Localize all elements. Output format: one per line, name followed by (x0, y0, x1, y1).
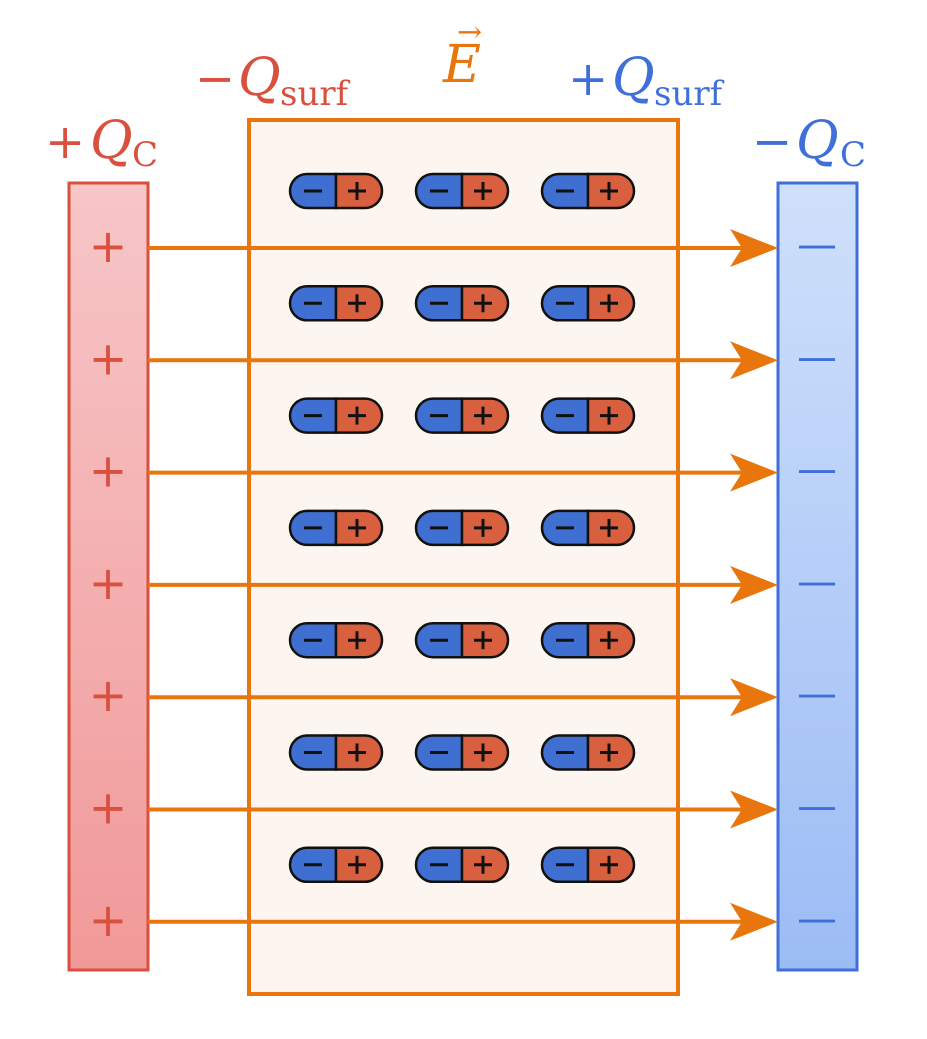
positive-charge-symbol: + (89, 219, 128, 273)
dipole-grid (288, 172, 636, 884)
left-plate-label-sub: C (132, 135, 158, 175)
dipole (540, 621, 636, 659)
negative-charge-symbol: — (797, 334, 837, 380)
dipole (414, 397, 510, 434)
negative-charge-symbol: — (797, 784, 837, 830)
negative-charge-symbol: — (797, 447, 837, 493)
dipole (288, 846, 384, 884)
left-surface-label-sub: surf (280, 74, 351, 114)
right-plate-label-sub: C (840, 135, 866, 175)
left-surface-label-symbol: Q (238, 48, 281, 108)
dipole (540, 285, 636, 322)
positive-charge-symbol: + (89, 668, 128, 722)
electric-field-lines (148, 229, 778, 941)
dipole (288, 734, 384, 771)
right-plate-charges: — — — — — — — (797, 222, 837, 942)
dipole (414, 172, 510, 210)
dipole (288, 285, 384, 322)
field-line-arrowhead (730, 341, 778, 380)
right-plate (776, 181, 859, 972)
dipole (414, 509, 510, 547)
right-surface-label-symbol: Q (612, 48, 655, 108)
left-plate-charges: + + + + + + + (89, 219, 128, 947)
positive-charge-symbol: + (89, 893, 128, 947)
dipole (540, 846, 636, 884)
dipole (540, 509, 636, 547)
field-label-symbol: E (442, 35, 481, 95)
positive-charge-symbol: + (89, 781, 128, 835)
negative-charge-symbol: — (797, 559, 837, 605)
left-plate-label-sign: + (45, 114, 85, 170)
right-surface-label-sign: + (568, 51, 608, 107)
dipole (288, 397, 384, 434)
positive-charge-symbol: + (89, 444, 128, 498)
field-line-arrowhead (730, 453, 778, 492)
right-surface-label-sub: surf (654, 74, 725, 114)
positive-charge-symbol: + (89, 331, 128, 385)
dipole (540, 397, 636, 434)
dipole (288, 621, 384, 659)
left-plate-label-symbol: Q (90, 111, 133, 171)
dipole (414, 734, 510, 771)
negative-charge-symbol: — (797, 896, 837, 942)
dipole (540, 734, 636, 771)
field-label: → E (442, 15, 482, 95)
right-plate-label: − Q C (752, 111, 866, 175)
negative-charge-symbol: — (797, 671, 837, 717)
dipole (414, 846, 510, 884)
left-surface-label: − Q surf (195, 48, 351, 114)
right-plate-label-symbol: Q (796, 111, 839, 171)
dipole (288, 509, 384, 547)
right-surface-label: + Q surf (568, 48, 725, 114)
right-plate-label-sign: − (752, 114, 792, 170)
field-line-arrowhead (730, 902, 778, 941)
field-line-arrowhead (730, 565, 778, 604)
positive-charge-symbol: + (89, 556, 128, 610)
dipole (540, 172, 636, 210)
field-line-arrowhead (730, 229, 778, 267)
field-vector-mark: → (457, 15, 482, 50)
field-line-arrowhead (730, 790, 778, 829)
dipole (414, 285, 510, 322)
field-line-arrowhead (730, 678, 778, 717)
negative-charge-symbol: — (797, 222, 837, 268)
dipole (288, 172, 384, 210)
left-plate-label: + Q C (45, 111, 158, 175)
dipole (414, 621, 510, 659)
left-surface-label-sign: − (195, 51, 235, 107)
left-plate (67, 181, 150, 972)
